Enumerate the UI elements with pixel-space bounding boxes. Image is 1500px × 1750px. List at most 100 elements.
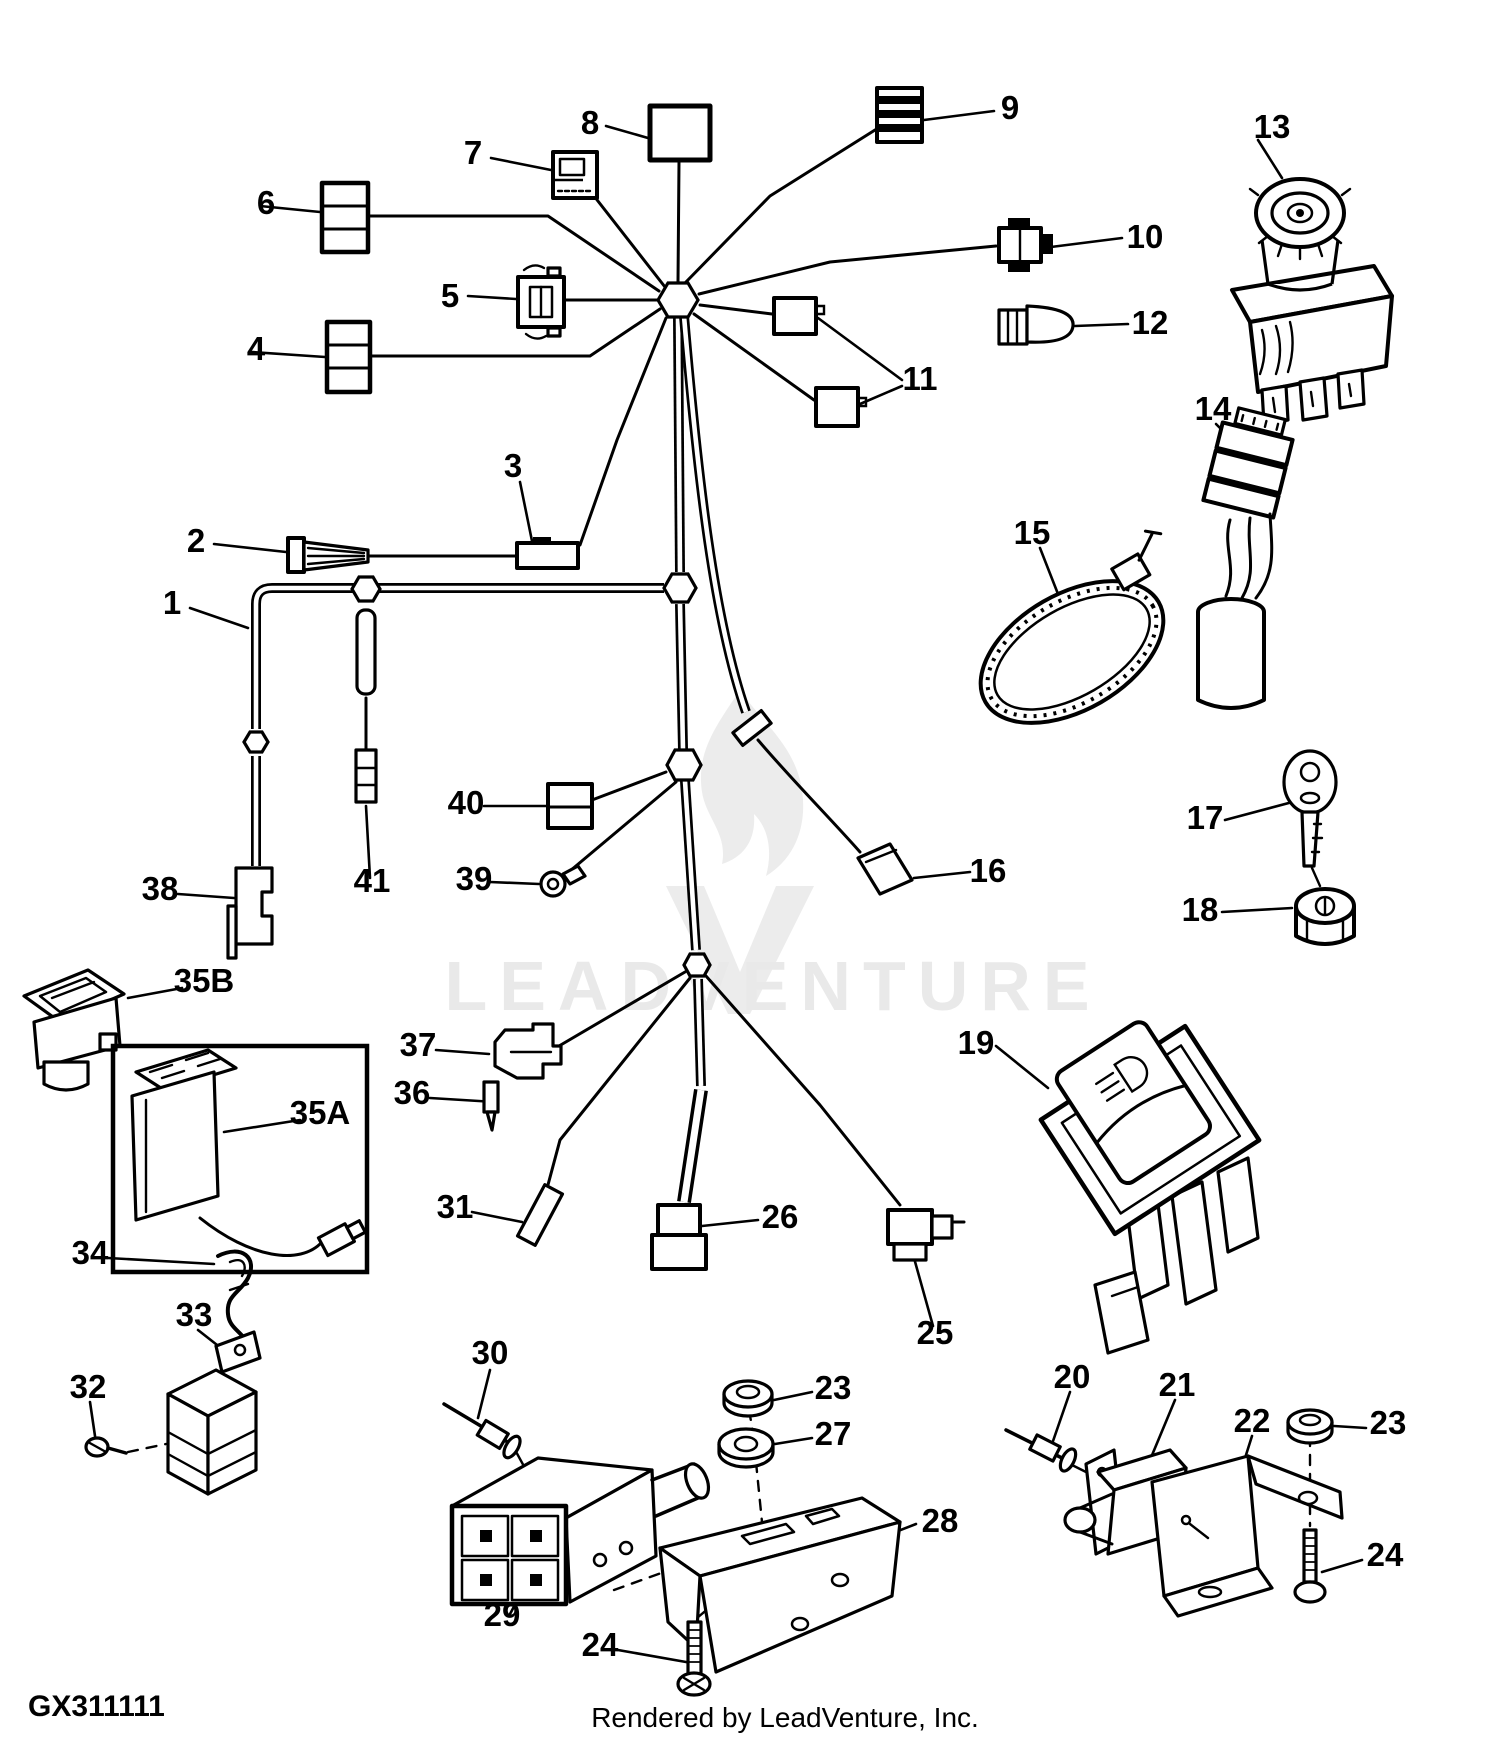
- callout-34: 34: [72, 1234, 109, 1271]
- connector-8: [647, 103, 713, 163]
- callout-10: 10: [1127, 218, 1164, 255]
- clip-34: [216, 1249, 254, 1340]
- callout-12: 12: [1132, 304, 1169, 341]
- harness-hub-junction: [656, 281, 700, 319]
- callout-16: 16: [970, 852, 1007, 889]
- callout-17: 17: [1187, 799, 1224, 836]
- callout-23: 23: [815, 1369, 852, 1406]
- callout-24: 24: [1367, 1536, 1404, 1573]
- connector-14: [1196, 406, 1295, 710]
- connector-11b: [814, 386, 868, 428]
- callout-18: 18: [1182, 891, 1219, 928]
- bolt-24-center: [676, 1620, 712, 1697]
- watermark-flame-icon: [700, 690, 804, 876]
- bulb-12: [997, 304, 1075, 346]
- module-3: [515, 537, 580, 570]
- callout-4: 4: [247, 330, 266, 367]
- callout-11: 11: [903, 360, 938, 397]
- ignition-switch-13: [1230, 177, 1394, 426]
- bracket-22: [1150, 1454, 1344, 1618]
- callout-35A: 35A: [290, 1094, 351, 1131]
- callout-5: 5: [441, 277, 459, 314]
- connector-16: [856, 842, 914, 896]
- connector-7: [551, 150, 599, 200]
- connector-9: [875, 86, 924, 144]
- callout-3: 3: [504, 447, 522, 484]
- pin-20: [1004, 1428, 1078, 1473]
- drawing-code: GX311111: [28, 1690, 165, 1723]
- nut-23-center: [722, 1379, 774, 1418]
- callout-24: 24: [582, 1626, 619, 1663]
- callout-leader-lines: [88, 109, 1368, 1664]
- relay-37: [493, 1022, 563, 1080]
- callout-36: 36: [394, 1074, 431, 1111]
- callout-26: 26: [762, 1198, 799, 1235]
- render-credit: Rendered by LeadVenture, Inc.: [591, 1702, 979, 1733]
- connector-5: [516, 264, 566, 340]
- callout-41: 41: [354, 862, 391, 899]
- clamp-15: [978, 529, 1166, 725]
- switch-35B: [22, 968, 126, 1092]
- connector-26: [650, 1203, 708, 1271]
- callout-20: 20: [1054, 1358, 1091, 1395]
- callout-38: 38: [142, 870, 179, 907]
- callout-25: 25: [917, 1314, 954, 1351]
- harness-junction-nodes: [242, 281, 712, 978]
- callout-37: 37: [400, 1026, 437, 1063]
- kit-box-35A: [110, 1043, 370, 1275]
- callout-40: 40: [448, 784, 485, 821]
- callout-14: 14: [1195, 390, 1232, 427]
- pin-30: [442, 1402, 522, 1460]
- callout-6: 6: [257, 184, 275, 221]
- callout-9: 9: [1001, 89, 1019, 126]
- callout-8: 8: [581, 104, 599, 141]
- seat-switch-29: [449, 1456, 711, 1607]
- callout-19: 19: [958, 1024, 995, 1061]
- callout-21: 21: [1159, 1366, 1196, 1403]
- harness-branch-wires: [364, 128, 1322, 1474]
- watermark-v-icon: [666, 886, 814, 1014]
- key-cylinder-18: [1294, 887, 1356, 946]
- pressure-switch-25: [886, 1208, 966, 1262]
- connector-10: [997, 218, 1053, 272]
- callout-29: 29: [484, 1596, 521, 1633]
- connector-4: [324, 319, 373, 395]
- callout-30: 30: [472, 1334, 509, 1371]
- bracket-28: [658, 1496, 902, 1674]
- watermark-text: LEADVENTURE: [444, 947, 1101, 1025]
- inline-connector: [731, 709, 773, 747]
- callout-31: 31: [437, 1188, 474, 1225]
- terminal-31: [515, 1183, 565, 1247]
- callout-23: 23: [1370, 1404, 1407, 1441]
- washer-27: [717, 1427, 775, 1469]
- callout-39: 39: [456, 860, 493, 897]
- callout-22: 22: [1234, 1402, 1271, 1439]
- callout-7: 7: [464, 134, 482, 171]
- connector-40: [546, 782, 594, 830]
- bolt-24-right: [1293, 1528, 1327, 1604]
- screw-32: [84, 1436, 128, 1458]
- leadventure-watermark: LEADVENTURE: [444, 690, 1101, 1025]
- callout-33: 33: [176, 1296, 213, 1333]
- connector-38: [226, 866, 274, 960]
- connector-6: [319, 180, 371, 255]
- callout-27: 27: [815, 1415, 852, 1452]
- headlight-switch-19: [1038, 1020, 1262, 1355]
- connector-2: [286, 536, 370, 574]
- callout-1: 1: [163, 584, 181, 621]
- pin-36: [482, 1080, 500, 1132]
- callout-35B: 35B: [174, 962, 235, 999]
- callout-28: 28: [922, 1502, 959, 1539]
- callout-32: 32: [70, 1368, 107, 1405]
- harness-main-runs: [251, 315, 751, 1204]
- callout-13: 13: [1254, 108, 1291, 145]
- nut-23-right: [1286, 1408, 1334, 1445]
- callout-2: 2: [187, 522, 205, 559]
- fuse-41: [354, 608, 378, 804]
- components: [22, 86, 1394, 1697]
- ring-terminal-39: [539, 864, 587, 898]
- connector-11a: [772, 296, 826, 336]
